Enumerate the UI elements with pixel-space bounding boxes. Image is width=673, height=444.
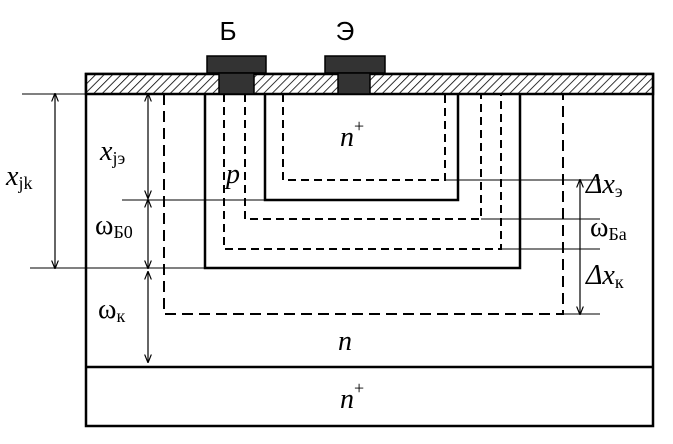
collector-depletion-inner (223, 94, 502, 250)
collector-depletion-outer (163, 94, 564, 315)
emitter-contact-stem (337, 72, 371, 95)
emitter-depletion-outer (244, 94, 482, 220)
substrate-region-label: n+ (340, 378, 364, 415)
x-jk-label: xjk (5, 161, 32, 193)
emitter-region-label: n+ (340, 116, 364, 153)
delta-x-e-label: Δxэ (585, 169, 623, 201)
base-terminal-label: Б (219, 16, 236, 46)
emitter-terminal-label: Э (336, 16, 355, 46)
base-contact-stem (218, 72, 255, 95)
base-region-label: p (224, 159, 240, 190)
delta-x-k-label: Δxк (585, 260, 624, 292)
base-region-boundary (203, 94, 522, 270)
omega-b0-label: ωБ0 (95, 210, 133, 242)
base-contact-cap (206, 55, 267, 74)
collector-region-label: n (338, 326, 352, 357)
emitter-region-boundary (263, 94, 460, 202)
omega-k-label: ωк (98, 294, 125, 326)
emitter-contact-cap (324, 55, 386, 74)
x-je-label: xjэ (99, 136, 125, 168)
omega-ba-label: ωБа (590, 212, 627, 244)
emitter-depletion-inner (282, 94, 446, 181)
